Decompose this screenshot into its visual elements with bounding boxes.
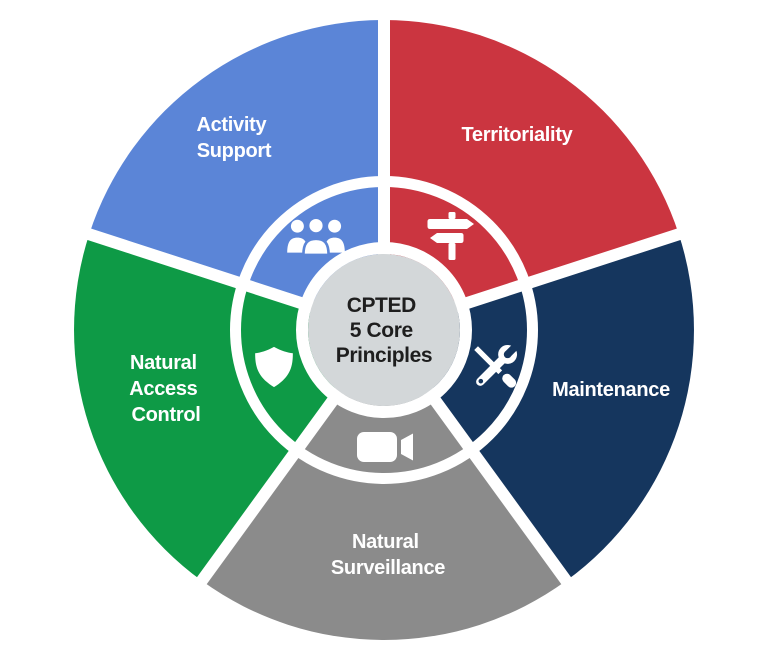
access-line-1: Natural: [130, 352, 197, 374]
access-line-2: Access: [129, 378, 197, 400]
wrench-handle-hole: [478, 378, 484, 384]
tools-icon: [474, 339, 523, 388]
person-left-body: [287, 237, 308, 253]
maintenance-line-1: Maintenance: [552, 379, 670, 401]
screwdriver-handle: [502, 373, 517, 388]
signpost-post-bottom: [448, 243, 456, 260]
territoriality-label: Territoriality: [461, 124, 573, 146]
surveillance-line-1: Natural: [352, 531, 419, 553]
shield-icon: [255, 346, 293, 388]
surveillance-line-2: Surveillance: [331, 557, 445, 579]
wrench-jaw-slot: [505, 339, 523, 357]
person-right-head: [328, 219, 342, 233]
center-line-3: Principles: [336, 344, 432, 367]
person-middle-body: [302, 237, 330, 257]
signpost-sign-left: [430, 233, 464, 243]
signpost-sign-right: [427, 219, 474, 229]
inner-ring-separator: [296, 242, 472, 418]
camera-body: [357, 432, 397, 462]
signpost-icon: [427, 212, 474, 260]
territoriality-line-1: Territoriality: [461, 124, 573, 146]
wrench-handle: [476, 354, 508, 386]
activity-line-2: Support: [197, 140, 272, 162]
center-line-1: CPTED: [347, 294, 416, 317]
segment-natural-surveillance: [201, 330, 567, 640]
access-line-3: Control: [132, 404, 201, 426]
natural-surveillance-label: Natural Surveillance: [331, 531, 445, 579]
center-title: CPTED 5 Core Principles: [336, 294, 432, 367]
outer-ring-separator: [230, 176, 538, 484]
maintenance-label: Maintenance: [552, 379, 670, 401]
person-right-body: [324, 237, 345, 253]
shield-shape: [255, 346, 293, 388]
center-circle: [308, 254, 460, 406]
activity-support-label: Activity Support: [196, 114, 271, 162]
video-camera-icon: [357, 432, 413, 462]
person-middle-head: [306, 216, 326, 235]
activity-line-1: Activity: [196, 114, 267, 136]
camera-lens: [401, 433, 413, 461]
center-line-2: 5 Core: [350, 319, 413, 342]
natural-access-control-label: Natural Access Control: [129, 352, 203, 426]
person-left-head: [290, 219, 304, 233]
screwdriver-shaft: [474, 346, 503, 375]
signpost-post-top: [448, 212, 456, 219]
people-icon: [287, 216, 345, 257]
